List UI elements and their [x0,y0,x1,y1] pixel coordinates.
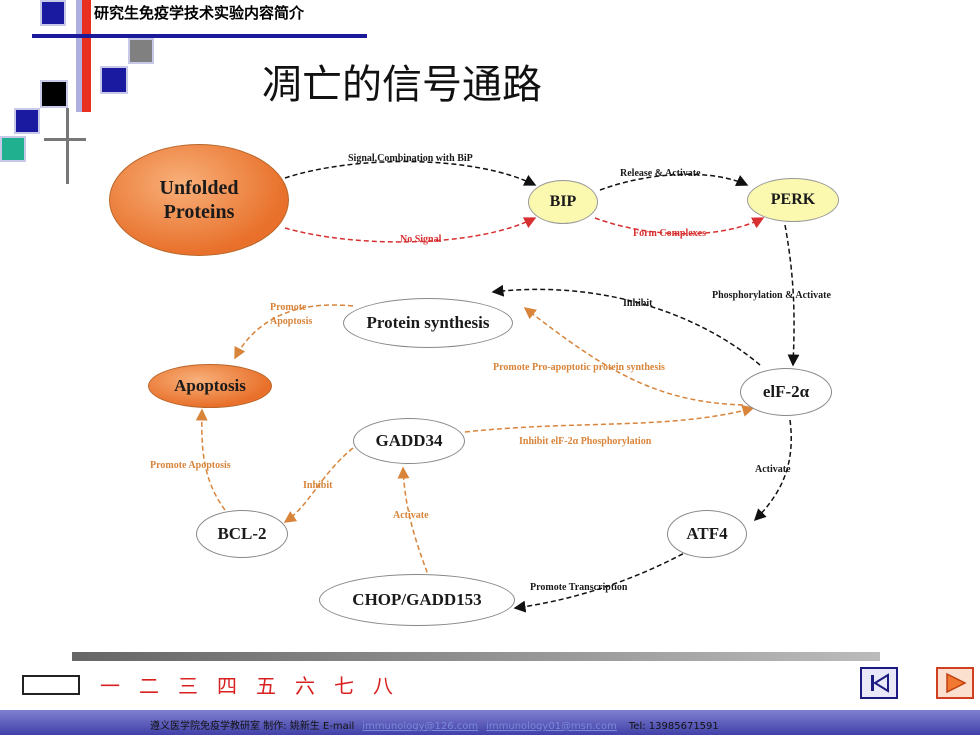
node-perk: PERK [747,178,839,222]
node-protein-synthesis: Protein synthesis [343,298,513,348]
deco-cross-v [66,108,69,184]
deco-square [14,108,40,134]
arrow-promote-apoptosis-1 [234,304,354,360]
arrow-activate-atf4 [753,419,792,522]
footer-info: 遵义医学院免疫学教研室 制作: 姚新生 E-mail immunology@126… [150,717,719,732]
label-inhibit-bcl: Inhibit [303,480,333,491]
skip-to-first-icon [871,673,889,693]
label-release-activate: Release & Activate [620,168,701,179]
arrow-phosphorylation [784,224,800,367]
label-promote-transcription: Promote Transcription [530,582,628,593]
footer-bar [0,710,980,735]
bottom-divider [72,652,880,661]
arrow-promote-pro-apoptotic [523,307,744,406]
nav-link-3[interactable]: 三 [178,674,198,698]
nav-box[interactable] [22,675,80,695]
nav-link-1[interactable]: 一 [100,674,120,698]
label-activate-gadd: Activate [393,510,429,521]
label-promote-apoptosis-1a: Promote [270,302,307,313]
nav-link-4[interactable]: 四 [217,674,237,698]
arrow-inhibit-bcl [283,447,354,523]
label-form-complexes: Form Complexes [633,228,707,239]
arrow-inhibit-eif [464,405,755,433]
email-link-2[interactable]: immunology01@msn.com [486,721,617,732]
node-bip: BIP [528,180,598,224]
deco-square [100,66,128,94]
course-title: 研究生免疫学技术实验内容简介 [94,4,305,22]
nav-numbers: 一二三四五六七八 [100,670,412,699]
header-red-stripe [82,0,91,112]
arrow-signal-bip [284,160,537,186]
arrow-release-activate [599,173,749,191]
deco-square [0,136,26,162]
email-link-1[interactable]: immunology@126.com [362,721,479,732]
label-promote-apoptosis-1b: Apoptosis [270,316,313,327]
label-promote-pro-apoptotic: Promote Pro-apoptotic protein synthesis [493,362,665,373]
arrow-inhibit-protein [491,284,761,366]
deco-cross-h [44,138,86,141]
footer-credit: 遵义医学院免疫学教研室 制作: 姚新生 E-mail [150,721,355,732]
deco-square [40,0,66,26]
nav-link-8[interactable]: 八 [373,674,393,698]
label-signal-bip: Signal,Combination with BiP [348,153,473,164]
next-slide-button[interactable] [936,667,974,699]
play-next-icon [946,672,967,694]
deco-square [128,38,154,64]
node-apoptosis: Apoptosis [148,364,272,408]
node-unfolded-proteins: Unfolded Proteins [109,144,289,256]
header-underline [32,34,367,38]
pathway-arrows [195,160,800,613]
nav-link-2[interactable]: 二 [139,674,159,698]
signal-pathway-diagram: Unfolded Proteins BIP PERK Protein synth… [95,130,885,630]
deco-square [40,80,68,108]
node-atf4: ATF4 [667,510,747,558]
footer-tel: Tel: 13985671591 [628,721,719,732]
node-chop-gadd153: CHOP/GADD153 [319,574,515,626]
arrow-form-complexes [594,217,765,235]
label-phosphorylation: Phosphorylation & Activate [712,290,831,301]
node-gadd34: GADD34 [353,418,465,464]
node-bcl2: BCL-2 [196,510,288,558]
header-accent-stripe [76,0,82,112]
label-no-signal: No Signal [400,234,442,245]
label-activate-atf4: Activate [755,464,791,475]
nav-link-5[interactable]: 五 [256,674,276,698]
nav-link-6[interactable]: 六 [295,674,315,698]
first-slide-button[interactable] [860,667,898,699]
label-inhibit-protein: Inhibit [623,298,653,309]
node-eif2a: elF-2α [740,368,832,416]
label-promote-apoptosis-2: Promote Apoptosis [150,460,231,471]
arrow-activate-gadd [397,466,431,581]
arrow-no-signal [284,217,537,243]
nav-link-7[interactable]: 七 [334,674,354,698]
label-inhibit-eif: Inhibit elF-2α Phosphorylation [519,436,652,447]
arrow-promote-transcription [513,549,691,613]
slide-title: 凋亡的信号通路 [262,62,542,108]
arrow-promote-apoptosis-2 [195,408,226,511]
